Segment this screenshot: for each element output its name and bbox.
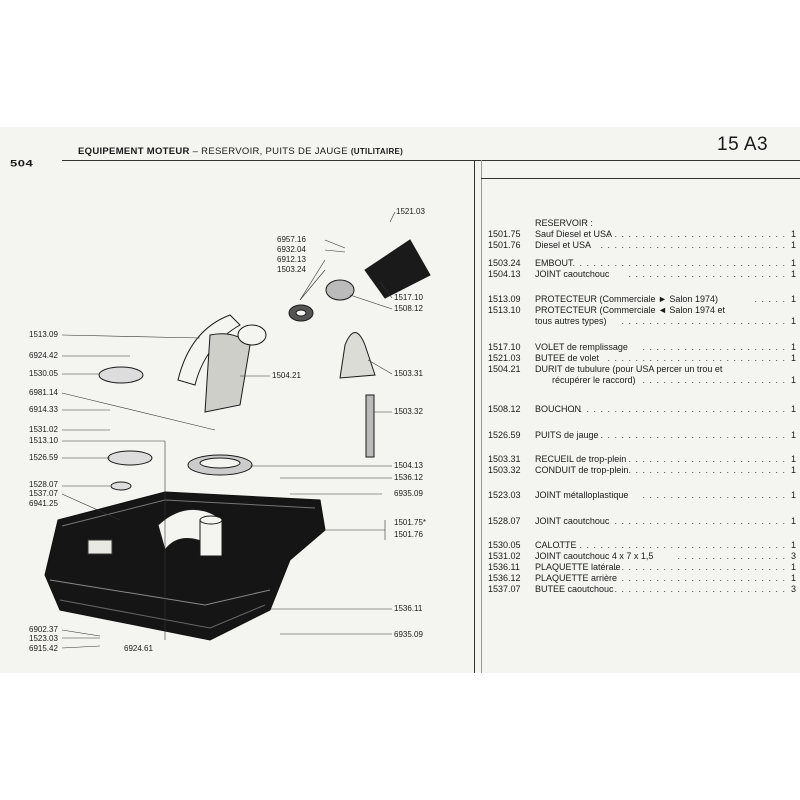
diagram-label: 1504.13: [394, 461, 423, 470]
diagram-label: 1523.03: [29, 634, 58, 643]
diagram-label: 1521.03: [396, 207, 425, 216]
column-divider: [474, 160, 475, 673]
diagram-label: 6915.42: [29, 644, 58, 653]
diagram-label: 1536.11: [394, 604, 423, 613]
header-rule: [62, 160, 800, 161]
diagram-label: 1528.07: [29, 480, 58, 489]
diagram-label: 6924.42: [29, 351, 58, 360]
filler-cap: [325, 279, 355, 301]
diagram-label: 6941.25: [29, 499, 58, 508]
filler-flap: [364, 239, 431, 299]
diagram-label: 1531.02: [29, 425, 58, 434]
diagram-label: 1501.75*: [394, 518, 427, 527]
diagram-label: 6981.14: [29, 388, 58, 397]
diagram-label: 6914.33: [29, 405, 58, 414]
column-divider-inner: [481, 160, 482, 673]
brand-logo: 504: [10, 158, 34, 169]
diagram-label: 1517.10: [394, 293, 423, 302]
page-code: 15 A3: [717, 134, 769, 155]
diagram-label: 6935.09: [394, 630, 423, 639]
diagram-label: 1537.07: [29, 489, 58, 498]
overflow-funnel: [339, 332, 376, 379]
diagram-label: 6932.04: [277, 245, 306, 254]
diagram-label: 6935.09: [394, 489, 423, 498]
page-title: EQUIPEMENT MOTEUR – RESERVOIR, PUITS DE …: [78, 146, 403, 157]
diagram-label: 1513.10: [29, 436, 58, 445]
diagram-label: 6957.16: [277, 235, 306, 244]
tank-window: [87, 539, 113, 555]
title-small: (UTILITAIRE): [350, 147, 404, 156]
diagram-label: 1503.24: [277, 265, 306, 274]
diagram-label: 1501.76: [394, 530, 423, 539]
diagram-label: 6924.61: [124, 644, 153, 653]
fuel-tank: [44, 491, 326, 641]
diagram-label: 6902.37: [29, 625, 58, 634]
list-header-rule: [481, 178, 800, 179]
diagram-label: 1536.12: [394, 473, 423, 482]
diagram-label: 1530.05: [29, 369, 58, 378]
diagram-label: 1504.21: [272, 371, 301, 380]
diagram-label: 1513.09: [29, 330, 58, 339]
title-rest: – RESERVOIR, PUITS DE JAUGE: [189, 146, 351, 157]
diagram-label: 6912.13: [277, 255, 306, 264]
overflow-pipe: [365, 394, 375, 458]
diagram-label: 1503.31: [394, 369, 423, 378]
title-bold: EQUIPEMENT MOTEUR: [78, 146, 190, 157]
filler-hose: [204, 333, 251, 413]
list-item: RESERVOIR :: [535, 218, 593, 228]
list-item: tous autres types). . . . . . . . . . . …: [535, 316, 796, 326]
diagram-label: 1503.32: [394, 407, 423, 416]
cover-plate: [98, 366, 144, 384]
diagram-label: 1526.59: [29, 453, 58, 462]
list-item: récupérer le raccord). . . . . . . . . .…: [552, 375, 796, 385]
diagram-label: 1508.12: [394, 304, 423, 313]
